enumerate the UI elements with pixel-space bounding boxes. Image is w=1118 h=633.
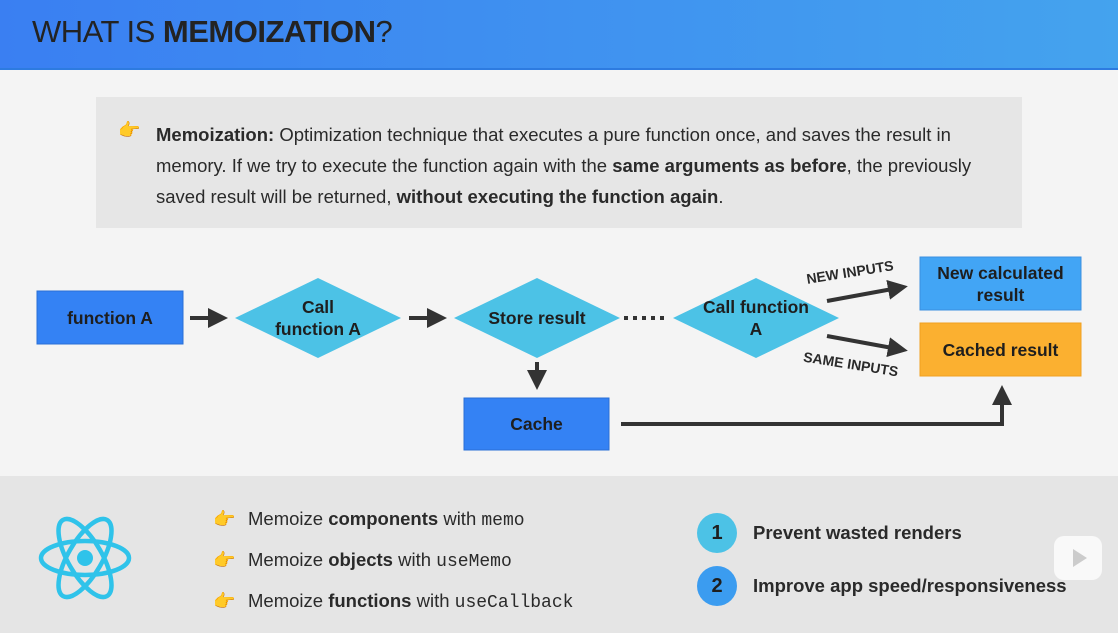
page-title: WHAT IS MEMOIZATION? xyxy=(32,14,393,49)
pointing-hand-icon: 👉 xyxy=(213,509,236,529)
function-a-label: function A xyxy=(67,307,153,328)
benefit-text-2: Improve app speed/responsiveness xyxy=(753,575,1067,596)
header-bar: WHAT IS MEMOIZATION? xyxy=(0,0,1118,70)
store-result-diamond xyxy=(454,278,620,358)
new-result-label: New calculated result xyxy=(937,262,1064,305)
call-function-label-2: Call function A xyxy=(703,297,809,339)
benefit-number-2: 2 xyxy=(697,566,737,606)
arrow-same-inputs xyxy=(826,334,908,358)
cache-label: Cache xyxy=(510,414,563,434)
cache-box xyxy=(463,397,610,451)
arrow-cache-to-result xyxy=(621,385,1012,426)
summary-section: 👉 Memoize components with memo 👉 Memoize… xyxy=(0,476,1118,633)
function-a-box xyxy=(36,290,184,345)
new-result-box xyxy=(919,256,1082,311)
definition-box: 👉 Memoization: Optimization technique th… xyxy=(96,97,1022,228)
call-function-diamond-2 xyxy=(673,278,839,358)
store-result-label: Store result xyxy=(488,308,586,328)
bullet-memo: Memoize components with memo xyxy=(248,508,525,531)
definition-text: Memoization: Optimization technique that… xyxy=(156,124,972,207)
call-function-diamond-1 xyxy=(235,278,401,358)
flow-diagram xyxy=(36,256,1082,451)
cached-result-box xyxy=(919,322,1082,377)
cached-result-label: Cached result xyxy=(942,339,1059,360)
video-play-icon[interactable] xyxy=(1054,536,1102,580)
call-function-label-1: Call function A xyxy=(275,297,361,339)
bullet-usecallback: Memoize functions with useCallback xyxy=(248,590,574,613)
pointing-hand-icon: 👉 xyxy=(118,120,141,140)
react-logo-icon xyxy=(38,516,132,600)
pointing-hand-icon: 👉 xyxy=(213,550,236,570)
bullet-usememo: Memoize objects with useMemo xyxy=(248,549,512,572)
benefit-text-1: Prevent wasted renders xyxy=(753,522,962,543)
benefit-number-1: 1 xyxy=(697,513,737,553)
arrow-new-inputs xyxy=(826,279,908,303)
pointing-hand-icon: 👉 xyxy=(213,591,236,611)
